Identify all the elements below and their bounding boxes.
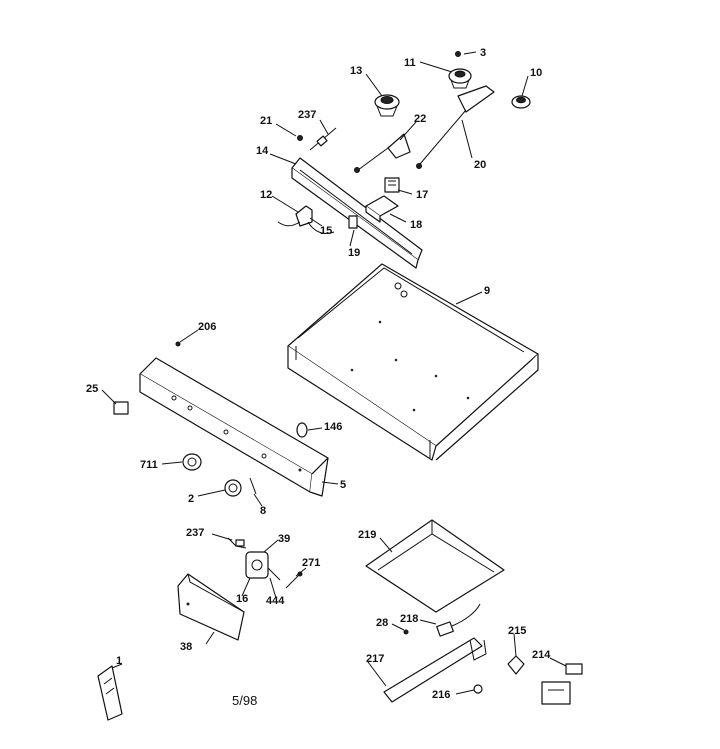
callout-5: 5 — [340, 479, 346, 491]
callout-206: 206 — [198, 321, 216, 333]
callout-215: 215 — [508, 625, 526, 637]
callout-labels: 3 11 13 10 21 237 22 14 20 17 12 15 18 1… — [86, 47, 551, 701]
callout-218: 218 — [400, 613, 418, 625]
callout-22: 22 — [414, 113, 426, 125]
booklet-1 — [97, 665, 123, 721]
callout-14: 14 — [256, 145, 269, 157]
screw-28 — [403, 629, 409, 635]
grommet-146 — [296, 422, 308, 438]
callout-237-lower: 237 — [186, 527, 204, 539]
bracket-18 — [365, 195, 399, 223]
screw-206 — [175, 341, 181, 347]
burner-head-13 — [374, 94, 400, 117]
fitting-271 — [285, 571, 303, 589]
callout-38: 38 — [180, 641, 192, 653]
callout-8: 8 — [260, 505, 266, 517]
valve-assembly-16 — [245, 551, 281, 581]
callout-11: 11 — [404, 57, 416, 69]
callout-12: 12 — [260, 189, 272, 201]
callout-17: 17 — [416, 189, 428, 201]
valve-12-15 — [277, 205, 335, 235]
callout-711: 711 — [140, 459, 158, 471]
leader-lines — [101, 51, 567, 695]
burner-head-11 — [448, 68, 472, 89]
clip-19 — [348, 215, 358, 229]
igniter-wire-22 — [354, 133, 411, 173]
cover-38 — [177, 573, 245, 641]
callout-25: 25 — [86, 383, 98, 395]
callout-1: 1 — [116, 655, 122, 667]
wire-218 — [436, 603, 481, 637]
knob-711 — [182, 453, 202, 471]
callout-3: 3 — [480, 47, 486, 59]
callout-214: 214 — [532, 649, 551, 661]
screw-21 — [297, 135, 303, 141]
callout-18: 18 — [410, 219, 422, 231]
callout-16: 16 — [236, 593, 248, 605]
screw-8 — [249, 477, 257, 495]
clip-25 — [113, 401, 129, 415]
burner-box-9 — [287, 263, 539, 461]
igniter-wire-20 — [416, 85, 495, 169]
footer-date: 5/98 — [232, 693, 258, 708]
callout-9: 9 — [484, 285, 490, 297]
grommet-216 — [473, 684, 483, 694]
switch-17 — [384, 177, 400, 193]
callout-217: 217 — [366, 653, 384, 665]
callout-219: 219 — [358, 529, 376, 541]
knob-2 — [224, 479, 242, 497]
callout-28: 28 — [376, 617, 388, 629]
ignitor-module-214 — [541, 663, 583, 705]
electrode-237-bottom — [227, 537, 247, 549]
manifold-panel-5 — [139, 357, 329, 497]
callout-146: 146 — [324, 421, 342, 433]
callout-19: 19 — [348, 247, 360, 259]
screw-3 — [455, 51, 461, 57]
callout-20: 20 — [474, 159, 486, 171]
callout-237: 237 — [298, 109, 316, 121]
callout-271: 271 — [302, 557, 320, 569]
callout-444: 444 — [266, 595, 285, 607]
burner-head-10 — [511, 95, 531, 109]
bracket-217 — [383, 637, 487, 703]
callout-39: 39 — [278, 533, 290, 545]
callout-15: 15 — [320, 225, 332, 237]
callout-216: 216 — [432, 689, 450, 701]
callout-10: 10 — [530, 67, 542, 79]
plate-219 — [365, 519, 505, 613]
callout-2: 2 — [188, 493, 194, 505]
callout-21: 21 — [260, 115, 272, 127]
callout-13: 13 — [350, 65, 362, 77]
electrode-237-top — [309, 127, 337, 151]
switch-215 — [507, 655, 525, 675]
